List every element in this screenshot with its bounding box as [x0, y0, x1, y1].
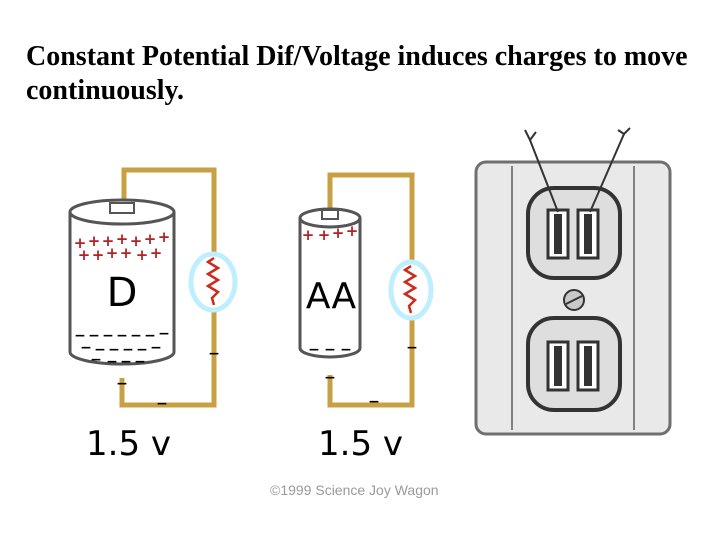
negative-charge: − [308, 342, 320, 358]
d-battery-terminal [109, 202, 135, 214]
bottom-slot-right-prong [584, 346, 592, 386]
positive-charge: + [102, 232, 115, 250]
negative-charge: − [208, 346, 220, 362]
negative-charge: − [122, 342, 134, 358]
aa-battery-circuit: AA ++++ −−−−−− [298, 172, 434, 410]
aa-battery-body [298, 218, 362, 359]
positive-charge: + [88, 232, 101, 250]
negative-charge: − [340, 342, 352, 358]
d-battery-label: D [107, 270, 138, 316]
negative-charge: − [88, 328, 100, 344]
negative-charge: − [144, 328, 156, 344]
negative-charge: − [406, 340, 418, 356]
negative-charge: − [108, 342, 120, 358]
negative-charge: − [324, 370, 336, 386]
negative-charge: − [368, 394, 380, 410]
negative-charge: − [120, 354, 132, 370]
d-battery-circuit: D +++++++++++++ −−−−−−−−−−−−−−−−−−−− [68, 167, 238, 412]
positive-charge: + [144, 230, 157, 248]
top-receptacle [526, 186, 622, 280]
aa-bulb-filament [402, 264, 418, 314]
bottom-slot-left-prong [554, 346, 562, 386]
outlet-wire-right [589, 133, 625, 213]
positive-charge: + [136, 246, 149, 264]
positive-charge: + [106, 244, 119, 262]
negative-charge: − [116, 328, 128, 344]
positive-charge: + [150, 244, 163, 262]
negative-charge: − [74, 328, 86, 344]
copyright-credit: ©1999 Science Joy Wagon [270, 482, 439, 498]
aa-voltage-label: 1.5 v [318, 424, 403, 464]
aa-positive-charges: ++++ [302, 222, 359, 244]
negative-charge: − [324, 342, 336, 358]
wire-end-left [524, 129, 537, 142]
negative-charge: − [150, 340, 162, 356]
positive-charge: + [302, 226, 315, 244]
negative-charge: − [106, 354, 118, 370]
negative-charge: − [80, 340, 92, 356]
d-voltage-label: 1.5 v [86, 424, 171, 464]
screw-slot [565, 295, 583, 305]
positive-charge: + [92, 246, 105, 264]
positive-charge: + [116, 230, 129, 248]
negative-charge: − [90, 352, 102, 368]
positive-charge: + [346, 222, 359, 240]
negative-charge: − [136, 342, 148, 358]
positive-charge: + [78, 246, 91, 264]
negative-charge: − [134, 354, 146, 370]
aa-circuit-wire [327, 172, 415, 408]
positive-charge: + [120, 244, 133, 262]
d-bulb-filament [205, 256, 221, 306]
wire-end-right [617, 127, 631, 136]
aa-negative-charges: −−−−−− [308, 340, 418, 410]
d-negative-charges: −−−−−−−−−−−−−−−−−−−− [74, 326, 220, 412]
negative-charge: − [102, 328, 114, 344]
top-slot-left-prong [554, 214, 562, 254]
positive-charge: + [318, 226, 331, 244]
top-slot-right-prong [584, 214, 592, 254]
outlet-wire-left [529, 139, 559, 213]
positive-charge: + [74, 234, 87, 252]
aa-battery-terminal [321, 209, 339, 220]
d-positive-charges: +++++++++++++ [74, 228, 171, 264]
bottom-receptacle [526, 316, 622, 412]
positive-charge: + [130, 232, 143, 250]
positive-charge: + [158, 228, 171, 246]
negative-charge: − [130, 328, 142, 344]
negative-charge: − [156, 396, 168, 412]
negative-charge: − [158, 326, 170, 342]
d-circuit-wire [119, 167, 217, 408]
wall-outlet [474, 127, 672, 436]
d-battery-body [68, 212, 176, 366]
negative-charge: − [94, 342, 106, 358]
slide-title: Constant Potential Dif/Voltage induces c… [26, 41, 688, 106]
negative-charge: − [116, 376, 128, 392]
positive-charge: + [332, 224, 345, 242]
aa-battery-label: AA [306, 276, 357, 317]
